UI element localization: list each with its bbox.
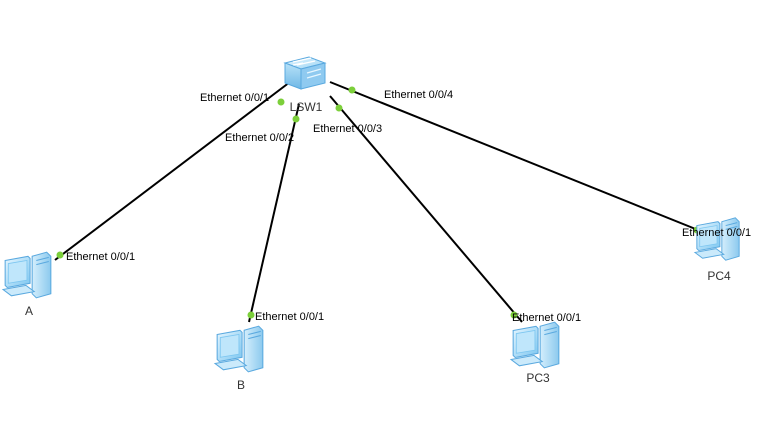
pc-icon	[214, 325, 264, 373]
link-lsw1-a[interactable]	[54, 81, 291, 261]
host-pc3[interactable]: PC3	[510, 321, 560, 385]
host-pc3-label: PC3	[526, 371, 550, 385]
port-dots	[56, 86, 701, 319]
link-lsw1-pc4[interactable]	[329, 81, 709, 235]
link-lsw1-b[interactable]	[248, 103, 300, 323]
lsw1-port-label-2: Ethernet 0/0/2	[225, 132, 294, 144]
links-layer	[54, 81, 709, 323]
lsw1-port-label-1: Ethernet 0/0/1	[200, 92, 269, 104]
host-b-label: B	[237, 378, 245, 392]
host-a-label: A	[25, 304, 33, 318]
host-pc4-label: PC4	[707, 269, 731, 283]
host-b-port-label: Ethernet 0/0/1	[255, 311, 324, 323]
host-pc3-port-label: Ethernet 0/0/1	[512, 312, 581, 324]
pc-icon	[2, 251, 52, 299]
port-dot-b-e1[interactable]	[247, 311, 255, 319]
lsw1-port-label-3: Ethernet 0/0/3	[313, 123, 382, 135]
host-a[interactable]: A	[2, 251, 52, 318]
port-dot-a-e1[interactable]	[56, 251, 64, 259]
lsw1-port-label-4: Ethernet 0/0/4	[384, 89, 453, 101]
switch-lsw1[interactable]: LSW1	[284, 56, 326, 114]
port-dot-lsw1-e3[interactable]	[335, 104, 343, 112]
host-a-port-label: Ethernet 0/0/1	[66, 251, 135, 263]
port-dot-lsw1-e2[interactable]	[292, 115, 300, 123]
pc-icon	[694, 217, 740, 261]
pc-icon	[510, 321, 560, 369]
link-lsw1-pc3[interactable]	[329, 95, 523, 323]
switch-icon	[284, 56, 326, 90]
host-b[interactable]: B	[214, 325, 264, 392]
switch-label: LSW1	[290, 100, 323, 114]
port-dot-lsw1-e4[interactable]	[348, 86, 356, 94]
host-pc4[interactable]: PC4	[694, 217, 740, 283]
port-dot-lsw1-e1[interactable]	[277, 98, 285, 106]
port-dot-pc3-e1[interactable]	[510, 311, 518, 319]
host-pc4-port-label: Ethernet 0/0/1	[682, 227, 751, 239]
